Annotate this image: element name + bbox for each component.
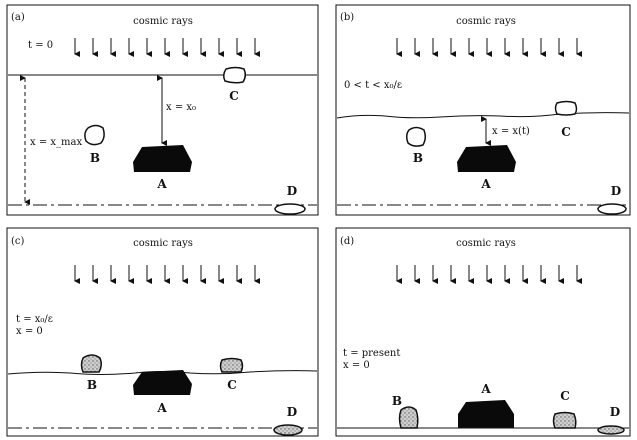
- boulder-a: [133, 370, 192, 395]
- label-a: A: [156, 177, 167, 191]
- label-d: D: [287, 405, 297, 419]
- panel-d-title: cosmic rays: [456, 238, 516, 249]
- boulder-b: [407, 128, 426, 147]
- panel-a-depth-label: x = x₀: [166, 102, 196, 113]
- panel-d-condition-time: t = present: [343, 348, 400, 359]
- eroded-surface-line: [337, 113, 629, 118]
- label-b: B: [392, 394, 402, 408]
- panel-c: (c) cosmic rays t = x₀/ε x = 0 A B C D: [7, 228, 318, 436]
- label-c: C: [229, 89, 239, 103]
- cosmic-ray-arrows: [75, 265, 255, 281]
- label-c: C: [227, 378, 237, 392]
- panel-c-condition-depth: x = 0: [16, 326, 43, 337]
- boulder-d: [275, 204, 305, 214]
- label-d: D: [610, 405, 620, 419]
- panel-b-depth-label: x = x(t): [492, 126, 530, 137]
- panel-a-condition: t = 0: [28, 40, 53, 51]
- label-b: B: [87, 378, 97, 392]
- label-c: C: [560, 389, 570, 403]
- boulder-a: [457, 145, 516, 172]
- panel-c-condition-time: t = x₀/ε: [16, 314, 53, 325]
- panel-b-id: (b): [340, 12, 354, 23]
- panel-d-condition-depth: x = 0: [343, 360, 370, 371]
- panel-d: (d) cosmic rays t = present x = 0 A B C …: [336, 228, 630, 436]
- label-a: A: [480, 382, 491, 396]
- panel-d-id: (d): [340, 236, 354, 247]
- panel-a: (a) cosmic rays t = 0 x = x_max x = x₀ A…: [7, 5, 318, 215]
- boulder-b: [82, 355, 102, 372]
- panel-b: (b) cosmic rays 0 < t < x₀/ε x = x(t) A …: [336, 5, 630, 215]
- label-c: C: [561, 125, 571, 139]
- boulder-c: [554, 413, 576, 429]
- boulder-c: [224, 68, 246, 83]
- label-b: B: [413, 151, 423, 165]
- boulder-a: [133, 145, 192, 172]
- label-b: B: [90, 151, 100, 165]
- panel-a-max-label: x = x_max: [30, 137, 82, 148]
- cosmic-ray-arrows: [397, 38, 577, 54]
- boulder-b: [400, 407, 418, 428]
- panel-c-id: (c): [11, 236, 25, 247]
- panel-c-title: cosmic rays: [133, 238, 193, 249]
- label-a: A: [480, 177, 491, 191]
- cosmic-ray-arrows: [397, 265, 577, 281]
- label-d: D: [611, 184, 621, 198]
- panel-b-condition: 0 < t < x₀/ε: [344, 80, 402, 91]
- label-a: A: [156, 401, 167, 415]
- label-d: D: [287, 184, 297, 198]
- boulder-c: [556, 102, 577, 116]
- boulder-a: [458, 400, 514, 428]
- cosmic-ray-arrows: [75, 38, 255, 54]
- boulder-d: [274, 425, 302, 435]
- panel-a-title: cosmic rays: [133, 16, 193, 27]
- boulder-b: [85, 126, 104, 145]
- boulder-d: [598, 204, 626, 214]
- panel-a-id: (a): [11, 12, 25, 23]
- boulder-d: [598, 426, 624, 434]
- panel-b-title: cosmic rays: [456, 16, 516, 27]
- boulder-c: [221, 359, 243, 373]
